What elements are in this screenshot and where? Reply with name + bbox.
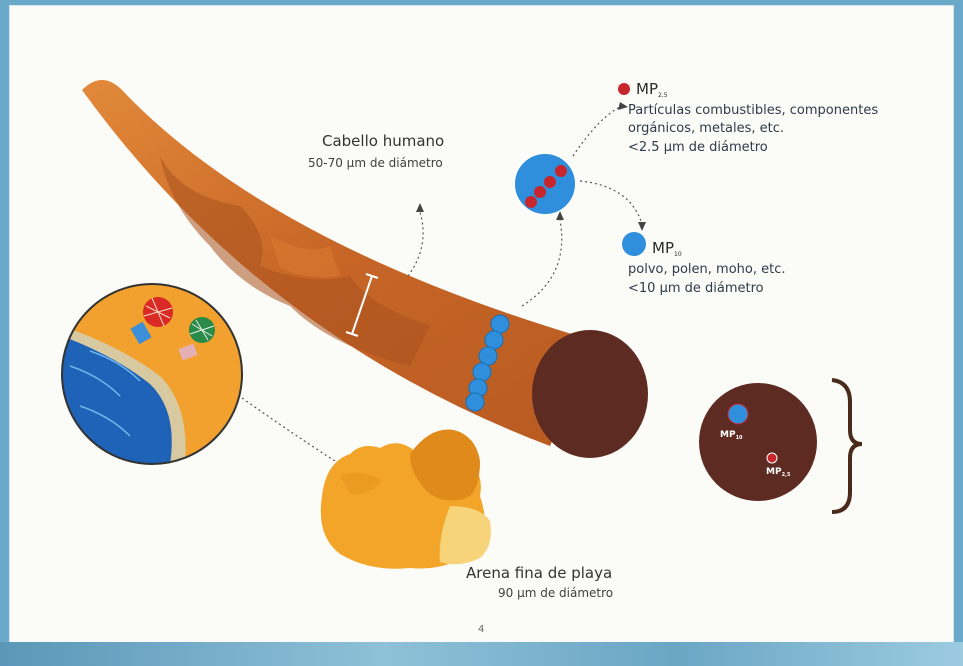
infographic-page: Cabello humano 50-70 µm de diámetro MP2,… [10,6,953,642]
arrowhead-icon [618,102,628,110]
cross-section-mp10-label: MP10 [720,430,743,441]
human-hair [82,80,648,458]
mp10-rise-arrow [521,219,563,307]
mp10-dot [727,403,749,425]
arrowhead-icon [638,222,646,231]
curly-brace-icon [831,378,863,514]
sand-diameter: 90 µm de diámetro [498,586,614,600]
hair-pointer-arrow [407,211,424,277]
mp10-pointer-arrow [579,180,643,225]
mp25-label: MP2,5 [636,80,668,99]
arrowhead-icon [556,211,564,220]
mp25-description-line2: orgánicos, metales, etc. [628,121,785,136]
mp25-legend-dot [618,83,630,95]
mp25-diameter: <2.5 µm de diámetro [628,140,768,155]
mp10-diameter: <10 µm de diámetro [628,281,764,296]
mp25-pointer-arrow [572,105,623,157]
hair-title: Cabello humano [322,132,445,150]
hair-cross-section [699,383,817,501]
hair-diameter: 50-70 µm de diámetro [308,156,443,170]
page-number: 4 [478,624,485,635]
hair-width-marker [345,273,379,337]
hair-cross-section-end [532,330,648,458]
beach-circle-border [61,283,243,465]
beach-scene [62,284,242,464]
bottom-border-strip [0,642,963,666]
illustration [61,80,863,569]
mp10-legend-dot [622,232,646,256]
sand-title: Arena fina de playa [466,564,613,582]
mp10-particle-band [465,314,510,412]
mp25-dot [766,452,778,464]
mp10-description: polvo, polen, moho, etc. [628,262,786,277]
mp10-with-mp25-particle [513,152,577,216]
arrowhead-icon [416,203,424,212]
mp10-label: MP10 [652,239,682,258]
cross-section-mp25-label: MP2,5 [766,467,791,478]
mp25-description-line1: Partículas combustibles, componentes [628,103,879,118]
sand-grain [320,429,491,569]
